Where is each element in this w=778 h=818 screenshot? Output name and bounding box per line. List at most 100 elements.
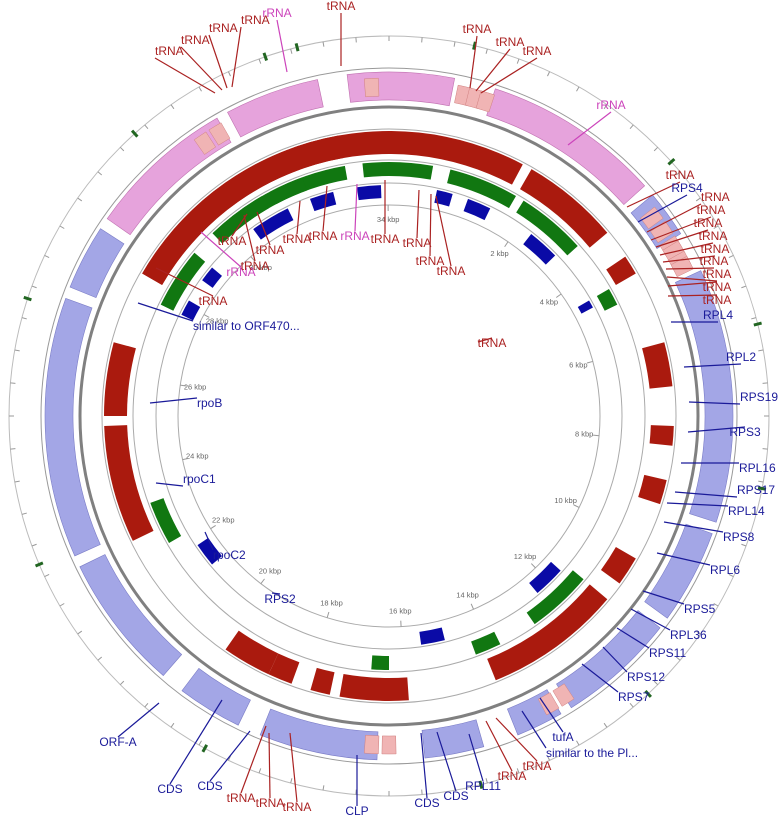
label-leader-line — [429, 193, 432, 257]
blue-track-bar — [529, 561, 561, 593]
inner-edge — [177, 204, 601, 628]
outer-tick — [751, 317, 757, 320]
red-track-bar — [225, 630, 279, 675]
outer-tick — [322, 785, 325, 791]
label-leader-line — [485, 720, 513, 772]
outer-tick — [629, 702, 634, 708]
green-track-bar — [447, 169, 516, 209]
red-track-bar — [649, 425, 674, 446]
kbp-tick-label: 2 kbp — [490, 249, 508, 258]
label-leader-line — [469, 35, 478, 89]
outer-tick — [290, 48, 293, 54]
red-track-bar — [339, 674, 409, 702]
red-track-bar — [487, 584, 608, 681]
feature-label-trna: tRNA — [209, 21, 238, 35]
feature-label-trna: tRNA — [703, 280, 732, 294]
label-leader-line — [480, 57, 538, 94]
outer-tick — [695, 197, 701, 202]
feature-label-rrna: rRNA — [226, 265, 255, 279]
feature-label-trna: tRNA — [699, 229, 728, 243]
label-leader-line — [276, 19, 288, 73]
green-marker — [757, 486, 767, 491]
feature-label-rrna: rRNA — [262, 6, 291, 20]
red-track-bar — [142, 135, 344, 285]
green-track-bar — [212, 177, 307, 244]
label-leader-line — [688, 401, 741, 405]
label-leader-line — [662, 255, 716, 263]
label-leader-line — [243, 214, 256, 262]
kbp-tick — [504, 241, 509, 248]
red-track-bar — [104, 342, 136, 416]
label-leader-line — [656, 552, 711, 566]
outer-tick — [290, 778, 293, 784]
outer-tick — [547, 71, 551, 77]
feature-label-trna: tRNA — [523, 44, 552, 58]
outer-tick — [653, 146, 659, 152]
feature-label-trna: tRNA — [256, 796, 285, 810]
outer-tick — [629, 124, 634, 130]
blue-track-bar — [197, 537, 223, 565]
label-leader-line — [630, 608, 671, 631]
feature-label-trna: tRNA — [181, 33, 210, 47]
green-marker — [130, 129, 139, 138]
kbp-tick — [260, 578, 265, 584]
blue-track-bar — [419, 627, 445, 645]
outer-tick — [119, 146, 125, 152]
kbp-tick — [182, 457, 189, 461]
feature-label-trna: tRNA — [241, 13, 270, 27]
trna-gene-block — [670, 255, 694, 278]
genome-backbone — [78, 105, 700, 727]
feature-label-cds: CDS — [414, 796, 439, 810]
outer-tick — [713, 225, 719, 229]
feature-label-trna: tRNA — [523, 759, 552, 773]
red-track-bar — [642, 342, 673, 389]
trna-gene-block — [208, 122, 231, 146]
green-marker — [644, 689, 652, 698]
green-track-bar — [371, 655, 389, 670]
label-leader-line — [650, 216, 712, 241]
cds-gene-block — [69, 228, 125, 299]
feature-label-cds: rpoC2 — [213, 548, 246, 562]
label-leader-line — [200, 231, 242, 268]
outer-tick — [695, 630, 701, 635]
label-leader-line — [208, 34, 228, 89]
kbp-tick — [210, 525, 216, 530]
feature-label-cds: RPL11 — [465, 779, 501, 793]
label-leader-line — [683, 363, 742, 368]
feature-label-trna: tRNA — [256, 243, 285, 257]
trna-gene-block — [363, 77, 380, 98]
outer-tick — [14, 480, 20, 483]
outer-tick — [741, 285, 747, 289]
cds-gene-block — [644, 523, 713, 619]
label-leader-line — [539, 697, 564, 733]
outer-tick — [31, 543, 37, 547]
outer-tick — [14, 349, 20, 352]
red-track-bar — [606, 256, 636, 285]
outer-tick — [653, 680, 659, 686]
feature-label-trna: tRNA — [478, 336, 507, 350]
label-leader-line — [666, 502, 729, 507]
feature-label-trna: tRNA — [416, 254, 445, 268]
cds-gene-block — [181, 667, 251, 726]
kbp-tick-label: 30 kbp — [249, 263, 272, 272]
label-leader-line — [659, 242, 714, 256]
feature-marks — [44, 71, 734, 761]
feature-label-trna: tRNA — [283, 232, 312, 246]
label-leader-line — [256, 211, 271, 246]
feature-label-cds: RPL2 — [726, 350, 756, 364]
trna-gene-block — [363, 734, 380, 755]
green-track-bar — [150, 498, 182, 543]
kbp-tick-label: 22 kbp — [212, 516, 235, 525]
outer-tick — [59, 225, 65, 229]
label-leader-line — [626, 181, 681, 208]
outer-tick — [44, 574, 50, 578]
feature-label-cds: similar to ORF470... — [193, 319, 300, 333]
outer-tick — [21, 512, 27, 515]
trna-gene-block — [193, 131, 216, 155]
red-track-edge — [101, 128, 677, 704]
feature-label-trna: tRNA — [694, 216, 723, 230]
outer-tick — [675, 656, 681, 661]
feature-label-cds: CDS — [443, 789, 468, 803]
trna-gene-block — [537, 692, 560, 716]
